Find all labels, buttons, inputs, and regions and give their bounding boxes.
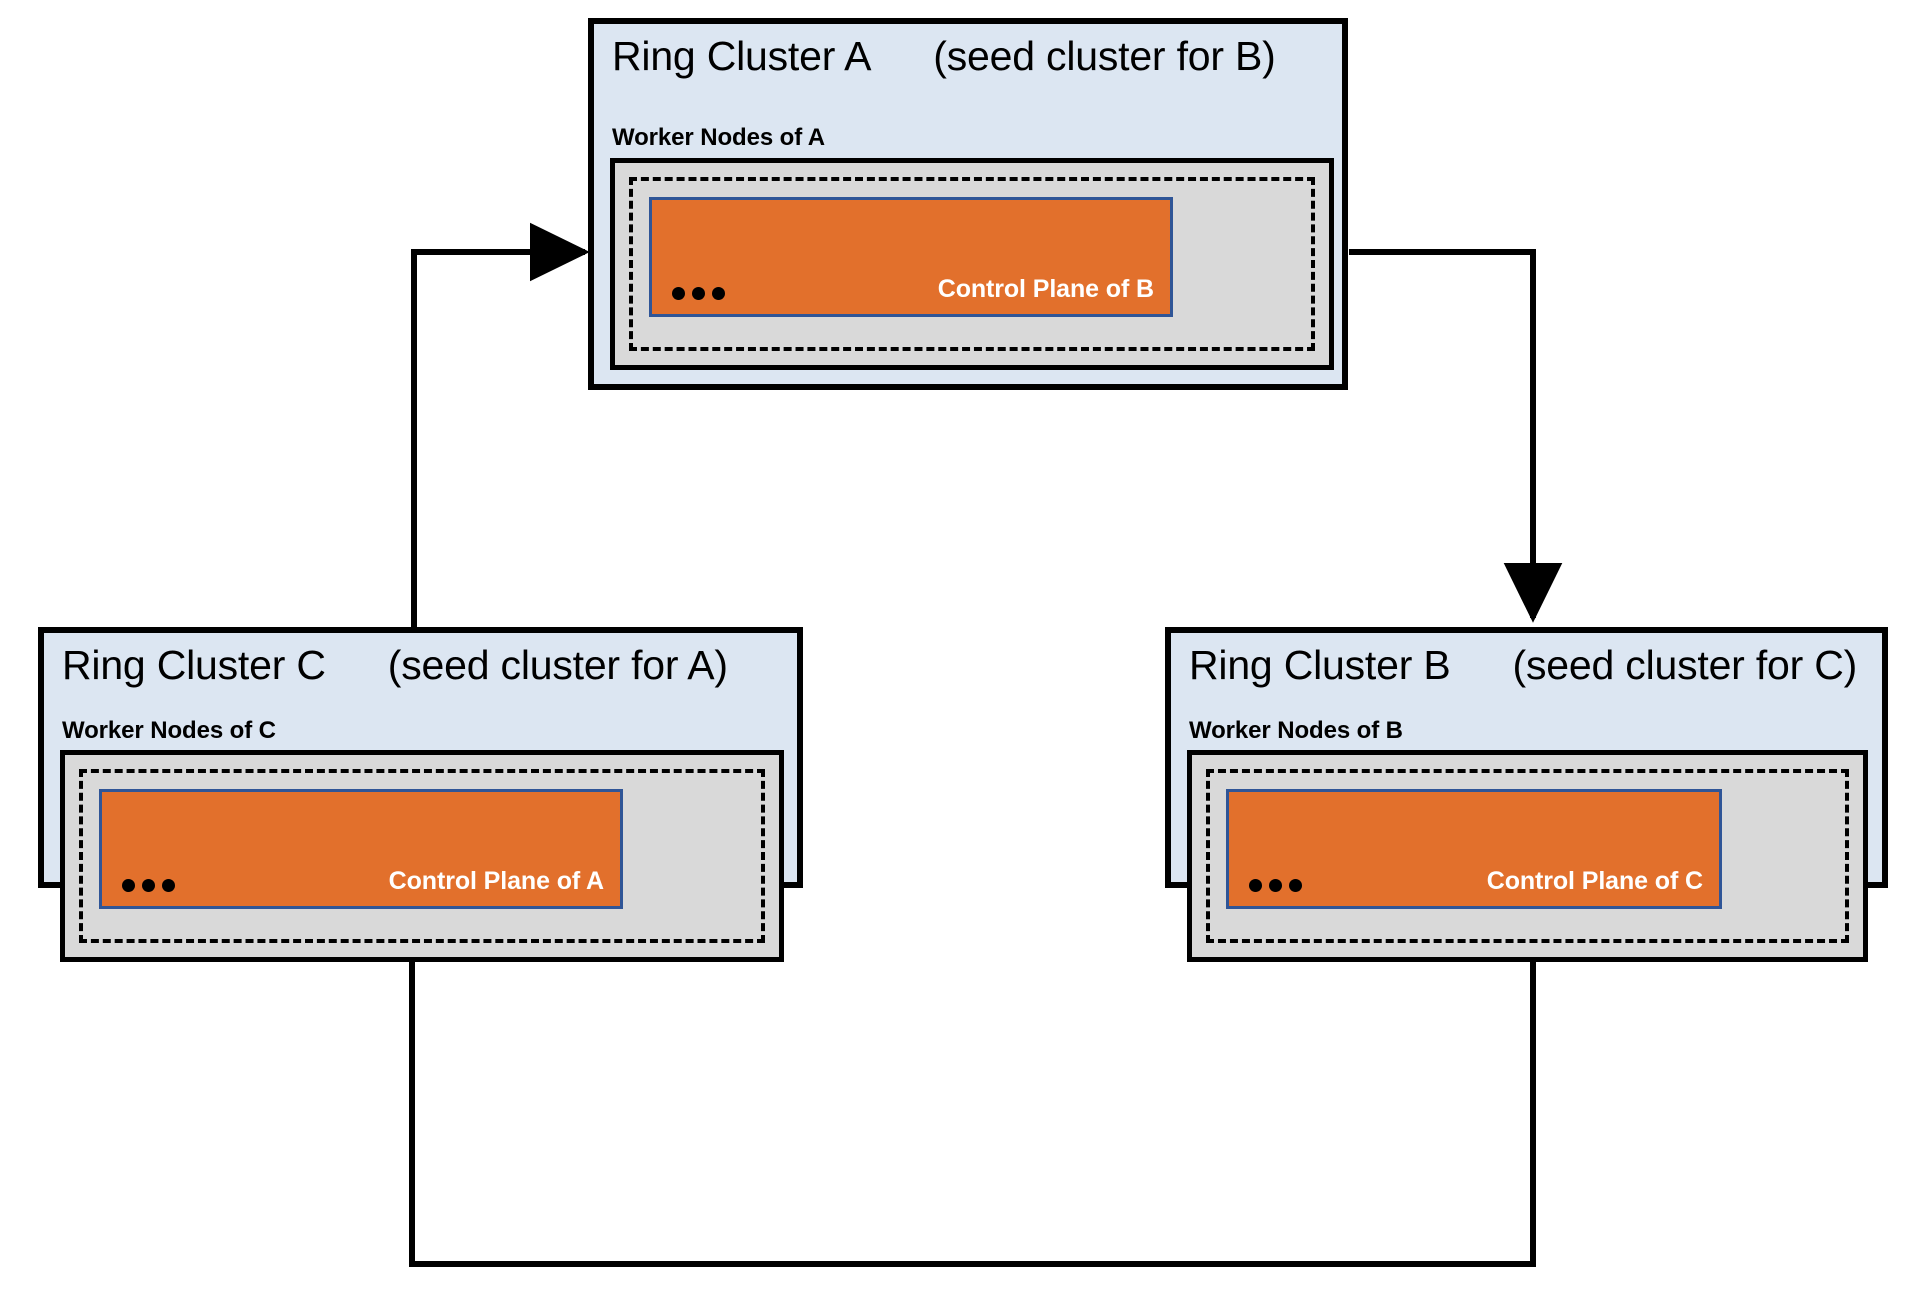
cluster-b-control-plane-label: Control Plane of C — [1486, 867, 1703, 895]
dot-3 — [712, 287, 725, 300]
cluster-c-control-plane[interactable]: Control Plane of A — [99, 789, 623, 909]
cluster-b-worker-label: Worker Nodes of B — [1189, 717, 1403, 744]
cluster-c-title-main: Ring Cluster C — [62, 642, 326, 688]
dot-3 — [162, 879, 175, 892]
cluster-b-control-plane[interactable]: Control Plane of C — [1226, 789, 1722, 909]
cluster-a-ellipsis-dots — [672, 287, 725, 300]
cluster-c-ellipsis-dots — [122, 879, 175, 892]
cluster-c-worker-box[interactable]: Control Plane of A — [60, 750, 784, 962]
cluster-c-title: Ring Cluster C (seed cluster for A) — [62, 642, 783, 689]
cluster-c-worker-label: Worker Nodes of C — [62, 717, 276, 744]
dot-2 — [692, 287, 705, 300]
cluster-a-control-plane-label: Control Plane of B — [937, 275, 1154, 303]
cluster-b-title-subtitle: (seed cluster for C) — [1512, 642, 1858, 688]
dot-3 — [1289, 879, 1302, 892]
cluster-a-title-main: Ring Cluster A — [612, 33, 872, 79]
cluster-b-dashed-boundary: Control Plane of C — [1206, 769, 1849, 943]
cluster-a-title: Ring Cluster A (seed cluster for B) — [612, 33, 1328, 80]
cluster-b-title: Ring Cluster B (seed cluster for C) — [1189, 642, 1868, 689]
cluster-a-worker-box[interactable]: Control Plane of B — [610, 158, 1334, 370]
arrow-a-to-b — [1349, 249, 1563, 623]
dot-2 — [1269, 879, 1282, 892]
arrow-c-to-a — [411, 222, 590, 627]
dot-1 — [122, 879, 135, 892]
dot-2 — [142, 879, 155, 892]
dot-1 — [672, 287, 685, 300]
cluster-c-control-plane-label: Control Plane of A — [388, 867, 604, 895]
cluster-a[interactable]: Ring Cluster A (seed cluster for B) Worke… — [588, 18, 1348, 390]
cluster-c[interactable]: Ring Cluster C (seed cluster for A) Worke… — [38, 627, 803, 962]
cluster-c-title-subtitle: (seed cluster for A) — [387, 642, 728, 688]
cluster-b-worker-box[interactable]: Control Plane of C — [1187, 750, 1868, 962]
cluster-a-title-subtitle: (seed cluster for B) — [933, 33, 1276, 79]
dot-1 — [1249, 879, 1262, 892]
cluster-a-control-plane[interactable]: Control Plane of B — [649, 197, 1173, 317]
cluster-c-dashed-boundary: Control Plane of A — [79, 769, 765, 943]
cluster-a-worker-label: Worker Nodes of A — [612, 124, 825, 151]
cluster-a-dashed-boundary: Control Plane of B — [629, 177, 1315, 351]
cluster-b-ellipsis-dots — [1249, 879, 1302, 892]
cluster-b[interactable]: Ring Cluster B (seed cluster for C) Worke… — [1165, 627, 1888, 962]
cluster-b-title-main: Ring Cluster B — [1189, 642, 1451, 688]
